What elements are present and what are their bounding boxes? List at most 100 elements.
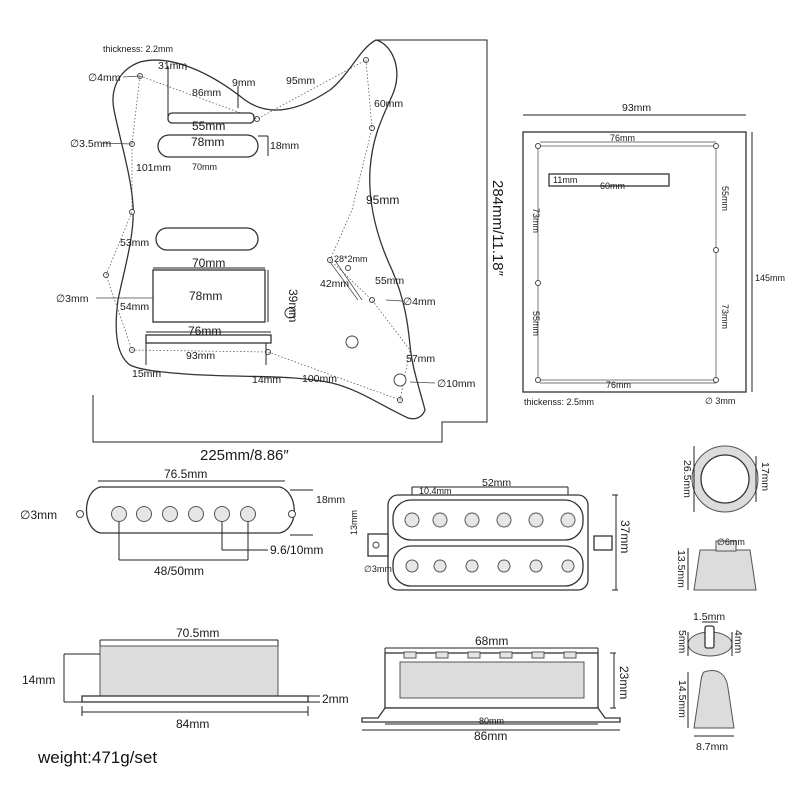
backplate-slot xyxy=(548,173,670,187)
backplate-11mm-label: 11mm xyxy=(553,175,577,185)
switch-slot-width-label: 1.5mm xyxy=(693,611,725,623)
backplate-60mm-label: 60mm xyxy=(600,181,625,191)
single-side-length-label: 70.5mm xyxy=(176,626,219,640)
dim-39mm-label: 39mm xyxy=(286,289,300,322)
humbucker-coil-2 xyxy=(392,545,584,587)
backplate-screw-holes xyxy=(535,143,719,383)
neck-pickup-slot xyxy=(167,112,255,124)
single-coil-side-labels: 70.5mm 14mm 2mm 84mm xyxy=(22,626,349,731)
backplate-width-label: 93mm xyxy=(622,102,651,114)
tone-pot-hole xyxy=(345,335,359,349)
humbucker-cover-labels: 52mm 10.4mm 37mm 13mm ∅3mm xyxy=(349,477,632,574)
single-coil-cover-labels: 76.5mm 18mm ∅3mm 9.6/10mm 48/50mm xyxy=(20,467,345,578)
jack-hole xyxy=(393,373,407,387)
switch-tip-slot xyxy=(704,625,715,649)
single-cover-pole-spacing-label: 9.6/10mm xyxy=(270,543,323,557)
switch-tip-labels: 1.5mm 5mm 4mm 14.5mm 8.7mm xyxy=(676,611,744,753)
single-coil-cover-top xyxy=(76,480,313,561)
dim-28x2mm-label: 28*2mm xyxy=(334,254,368,264)
backplate-outline xyxy=(522,131,747,393)
pickguard-size-frame xyxy=(92,39,488,443)
dim-101mm-label: 101mm xyxy=(136,162,171,174)
humbucker-side-base xyxy=(361,707,621,723)
backplate-height-label: 145mm xyxy=(755,273,785,283)
single-cover-width-label: 18mm xyxy=(316,494,345,506)
dim-100mm-label: 100mm xyxy=(302,373,337,385)
pickguard-screw-holes xyxy=(103,57,403,403)
pickguard-thickness-label: thickness: 2.2mm xyxy=(103,44,173,54)
single-coil-side-body xyxy=(99,645,279,697)
backplate-76mm-top-label: 76mm xyxy=(610,133,635,143)
knob-hole-label: ∅6mm xyxy=(717,537,745,547)
humbucker-side-length-label: 68mm xyxy=(475,634,508,648)
humbucker-ear-right xyxy=(593,535,613,551)
single-cover-length-label: 76.5mm xyxy=(164,467,207,481)
dim-60mm-label: 60mm xyxy=(374,98,403,110)
dim-70mm-humbucker-label: 70mm xyxy=(192,256,225,270)
dim-54mm-label: 54mm xyxy=(120,301,149,313)
dim-95mm-top-label: 95mm xyxy=(286,75,315,87)
humbucker-poles-2 xyxy=(405,559,575,573)
single-coil-side xyxy=(63,639,320,716)
pickguard-outline xyxy=(112,39,426,420)
humbucker-hole-label: ∅3mm xyxy=(364,564,392,574)
backplate-73mm-left-label: 73mm xyxy=(531,208,541,233)
hole-4mm-top-label: ∅4mm xyxy=(88,72,121,84)
hole-3-5mm-label: ∅3.5mm xyxy=(70,138,111,150)
humbucker-poles-1 xyxy=(404,512,576,528)
set-weight-label: weight:471g/set xyxy=(38,748,158,767)
switch-height-5mm-label: 5mm xyxy=(676,630,688,654)
dim-78mm-single-label: 78mm xyxy=(191,135,224,149)
single-side-base-length-label: 84mm xyxy=(176,717,209,731)
middle-pickup-slot xyxy=(157,134,259,158)
humbucker-flange xyxy=(145,334,272,344)
humbucker-pole-spacing-label: 10.4mm xyxy=(419,486,452,496)
hole-10mm-label: ∅10mm xyxy=(437,378,476,390)
knob-top-diameter-label: 17mm xyxy=(759,462,771,491)
dim-76mm-label: 76mm xyxy=(188,324,221,338)
dim-57mm-label: 57mm xyxy=(406,353,435,365)
backplate-55mm-right-label: 55mm xyxy=(720,186,730,211)
humbucker-side-labels: 68mm 23mm 80mm 86mm xyxy=(474,634,631,743)
single-coil-poles xyxy=(111,506,256,522)
backplate-55mm-left-label: 55mm xyxy=(531,311,541,336)
dim-86mm-label: 86mm xyxy=(192,87,221,99)
switch-tip-body xyxy=(693,670,735,729)
knob-body xyxy=(693,549,757,591)
backplate-73mm-right-label: 73mm xyxy=(720,304,730,329)
dim-31mm-label: 31mm xyxy=(158,60,187,72)
switch-tip-side xyxy=(687,670,735,737)
knob-labels: 26.5mm 17mm ∅6mm 13.5mm xyxy=(675,460,771,588)
backplate-76mm-bottom-label: 76mm xyxy=(606,380,631,390)
dim-55mm-right-label: 55mm xyxy=(375,275,404,287)
dim-95mm-right-label: 95mm xyxy=(366,193,399,207)
dim-70mm-small-label: 70mm xyxy=(192,162,217,172)
pickguard-width-label: 225mm/8.86″ xyxy=(200,447,289,464)
backplate-drawing xyxy=(522,114,753,393)
humbucker-width-label: 37mm xyxy=(618,520,632,553)
dim-9mm-label: 9mm xyxy=(232,77,256,89)
humbucker-side xyxy=(361,647,621,731)
humbucker-side-height-label: 23mm xyxy=(617,666,631,699)
humbucker-cover-top xyxy=(367,486,618,591)
dim-55mm-label: 55mm xyxy=(192,119,225,133)
dim-53mm-label: 53mm xyxy=(120,237,149,249)
dim-78mm-humbucker-label: 78mm xyxy=(189,289,222,303)
switch-width-label: 8.7mm xyxy=(696,741,728,753)
knob-top-view xyxy=(691,445,759,513)
single-cover-hole-label: ∅3mm xyxy=(20,508,57,522)
pickguard-labels: thickness: 2.2mm ∅4mm 31mm 86mm 9mm 95mm… xyxy=(56,44,506,464)
single-side-base-label: 2mm xyxy=(322,692,349,706)
volume-pot-hole xyxy=(284,307,296,319)
humbucker-coil-1 xyxy=(392,499,584,541)
humbucker-ear-height-label: 13mm xyxy=(349,510,359,535)
humbucker-side-window xyxy=(399,661,585,699)
backplate-labels: 93mm 76mm 11mm 60mm 55mm 73mm 145mm 73mm… xyxy=(524,102,785,407)
humbucker-side-poles xyxy=(403,651,577,659)
backplate-inner-frame xyxy=(537,145,717,381)
knob-side-view xyxy=(687,540,757,591)
single-cover-pole-span-label: 48/50mm xyxy=(154,564,204,578)
dim-42mm-label: 42mm xyxy=(320,278,349,290)
hole-3mm-label: ∅3mm xyxy=(56,293,89,305)
